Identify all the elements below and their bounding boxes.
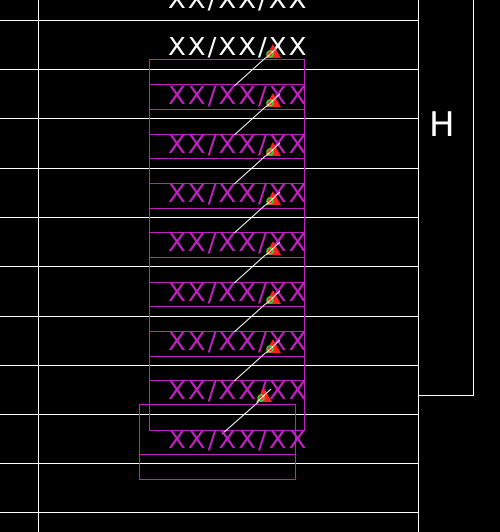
selection-row-separator [149, 183, 305, 184]
date-text-row-9[interactable]: XX/XX/XX [168, 377, 309, 406]
selection-row-separator [149, 109, 305, 110]
move-grip-icon[interactable] [264, 91, 282, 109]
date-text-row-5[interactable]: XX/XX/XX [168, 180, 309, 209]
date-text-row-7[interactable]: XX/XX/XX [168, 279, 309, 308]
selection-row-separator [149, 380, 305, 381]
date-text-row-4[interactable]: XX/XX/XX [168, 131, 309, 160]
move-grip-icon[interactable] [264, 239, 282, 257]
selection-row-separator [149, 331, 305, 332]
selection-row-separator [149, 208, 305, 209]
move-grip-icon[interactable] [264, 288, 282, 306]
table-row-line [0, 463, 419, 464]
move-grip-icon[interactable] [264, 140, 282, 158]
header-cell-bottom-border [418, 395, 474, 396]
table-row-line [0, 414, 419, 415]
selection-row-separator [149, 257, 305, 258]
table-row-line [0, 365, 419, 366]
selection-bounding-box-last-row [139, 404, 296, 480]
table-row-line [0, 266, 419, 267]
selection-row-separator [149, 158, 305, 159]
table-row-line [0, 20, 419, 21]
selection-bounding-box [149, 59, 305, 431]
header-cell-right-border [473, 0, 474, 396]
selection-row-separator [149, 356, 305, 357]
table-row-line [0, 69, 419, 70]
date-text-row-10[interactable]: XX/XX/XX [168, 426, 309, 455]
selection-row-separator [149, 232, 305, 233]
date-text-row-2[interactable]: XX/XX/XX [168, 33, 309, 62]
selection-row-separator [149, 134, 305, 135]
selection-row-separator [139, 454, 296, 455]
date-text-row-1[interactable]: XX/XX/XX [168, 0, 309, 15]
column-header-letter: H [429, 105, 455, 145]
table-row-line [0, 512, 419, 513]
move-grip-icon[interactable] [264, 42, 282, 60]
move-grip-icon[interactable] [264, 189, 282, 207]
selection-row-separator [149, 84, 305, 85]
move-grip-icon[interactable] [264, 337, 282, 355]
table-row-line [0, 316, 419, 317]
selection-row-separator [149, 282, 305, 283]
date-text-row-6[interactable]: XX/XX/XX [168, 229, 309, 258]
table-row-line [0, 168, 419, 169]
table-row-line [0, 217, 419, 218]
table-row-line [0, 118, 419, 119]
selection-row-separator [149, 306, 305, 307]
move-grip-icon[interactable] [255, 386, 273, 404]
date-text-row-3[interactable]: XX/XX/XX [168, 82, 309, 111]
date-text-row-8[interactable]: XX/XX/XX [168, 328, 309, 357]
